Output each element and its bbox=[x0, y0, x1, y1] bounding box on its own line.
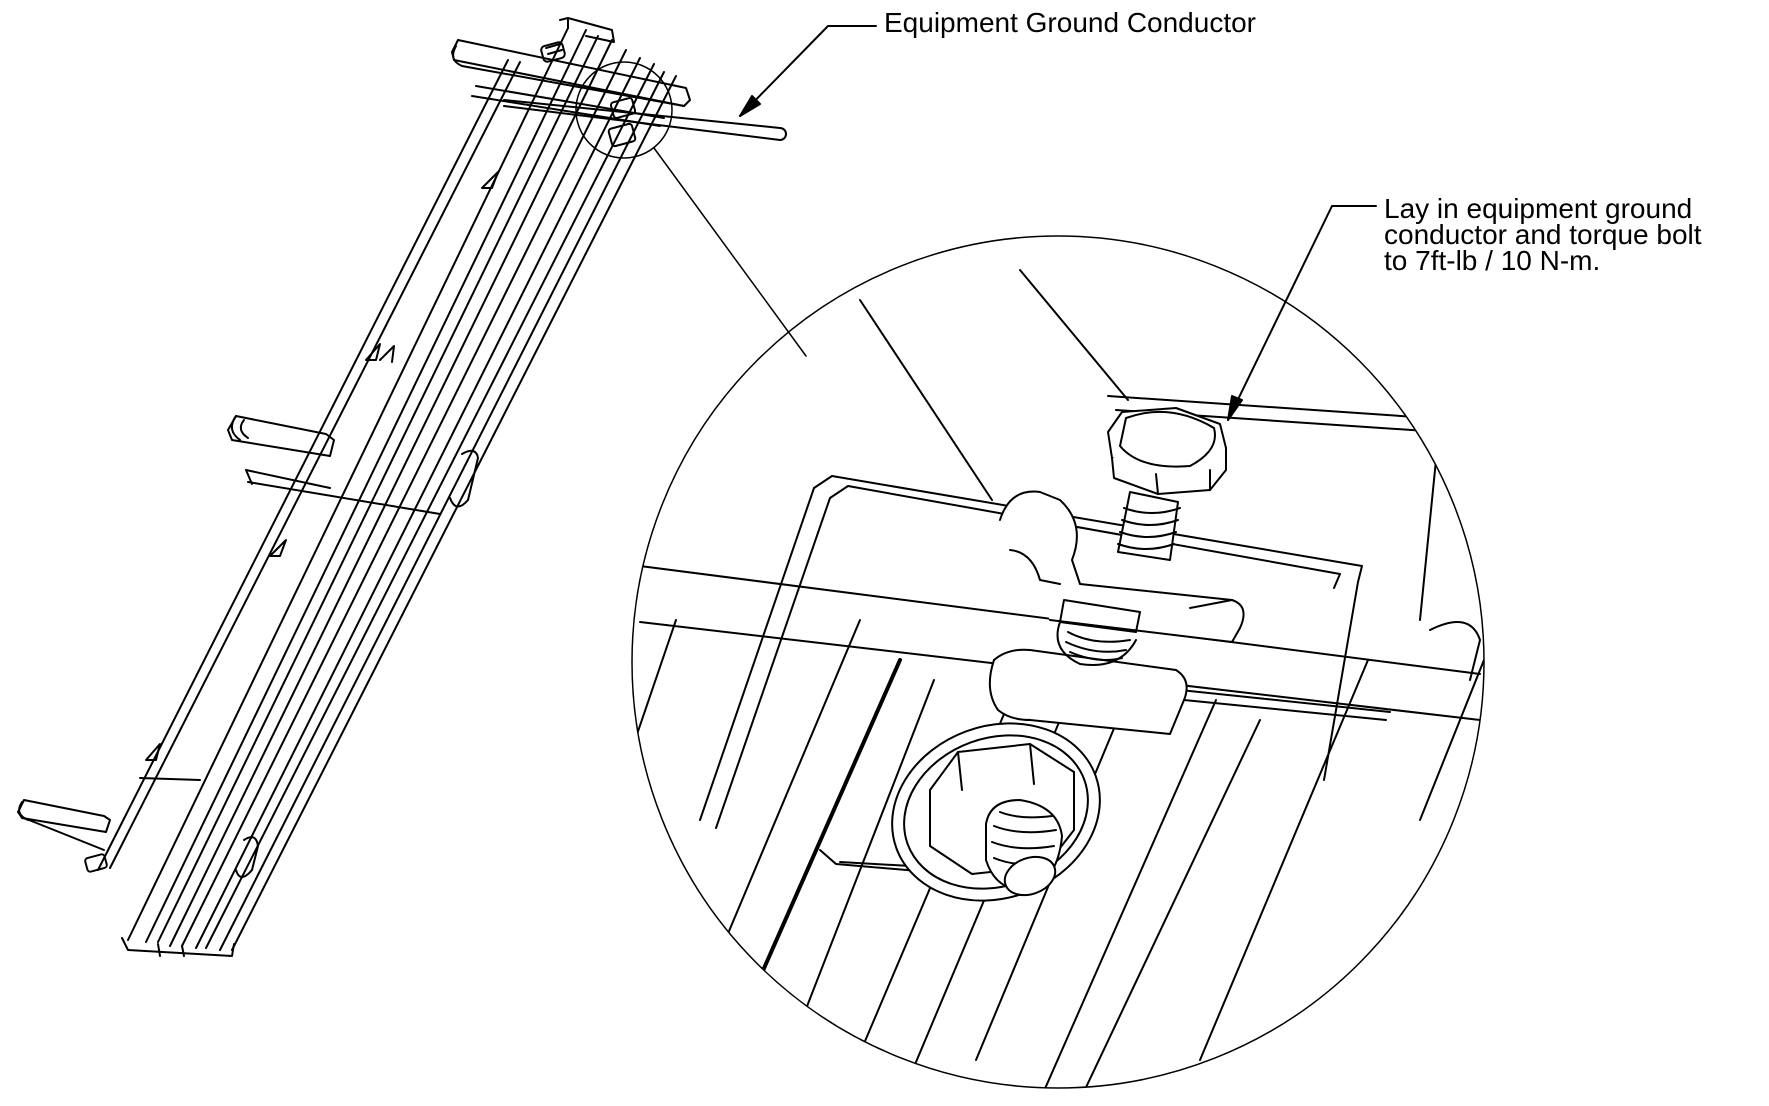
detail-magnified-circle bbox=[631, 235, 1485, 1089]
rail-assembly-overview bbox=[17, 17, 691, 957]
label-torque-instruction: Lay in equipment ground conductor and to… bbox=[1384, 193, 1702, 276]
torque-instruction-line1: Lay in equipment ground bbox=[1384, 193, 1693, 224]
torque-instruction-line2: conductor and torque bolt bbox=[1384, 219, 1702, 250]
hex-bolt bbox=[1107, 407, 1227, 561]
leader-torque-instruction bbox=[1227, 205, 1377, 421]
hex-nut-washer bbox=[891, 722, 1101, 902]
leader-ground-conductor bbox=[739, 25, 877, 117]
detail-view bbox=[632, 269, 1484, 1088]
label-equipment-ground-conductor: Equipment Ground Conductor bbox=[884, 7, 1256, 38]
ground-lug-clip bbox=[988, 490, 1245, 735]
ground-conductor-overview bbox=[503, 99, 787, 141]
detail-callout-circle bbox=[575, 61, 673, 159]
detail-connector-line bbox=[653, 147, 807, 357]
stud-threads-mid bbox=[1056, 599, 1141, 666]
torque-instruction-line3: to 7ft-lb / 10 N-m. bbox=[1384, 245, 1601, 276]
